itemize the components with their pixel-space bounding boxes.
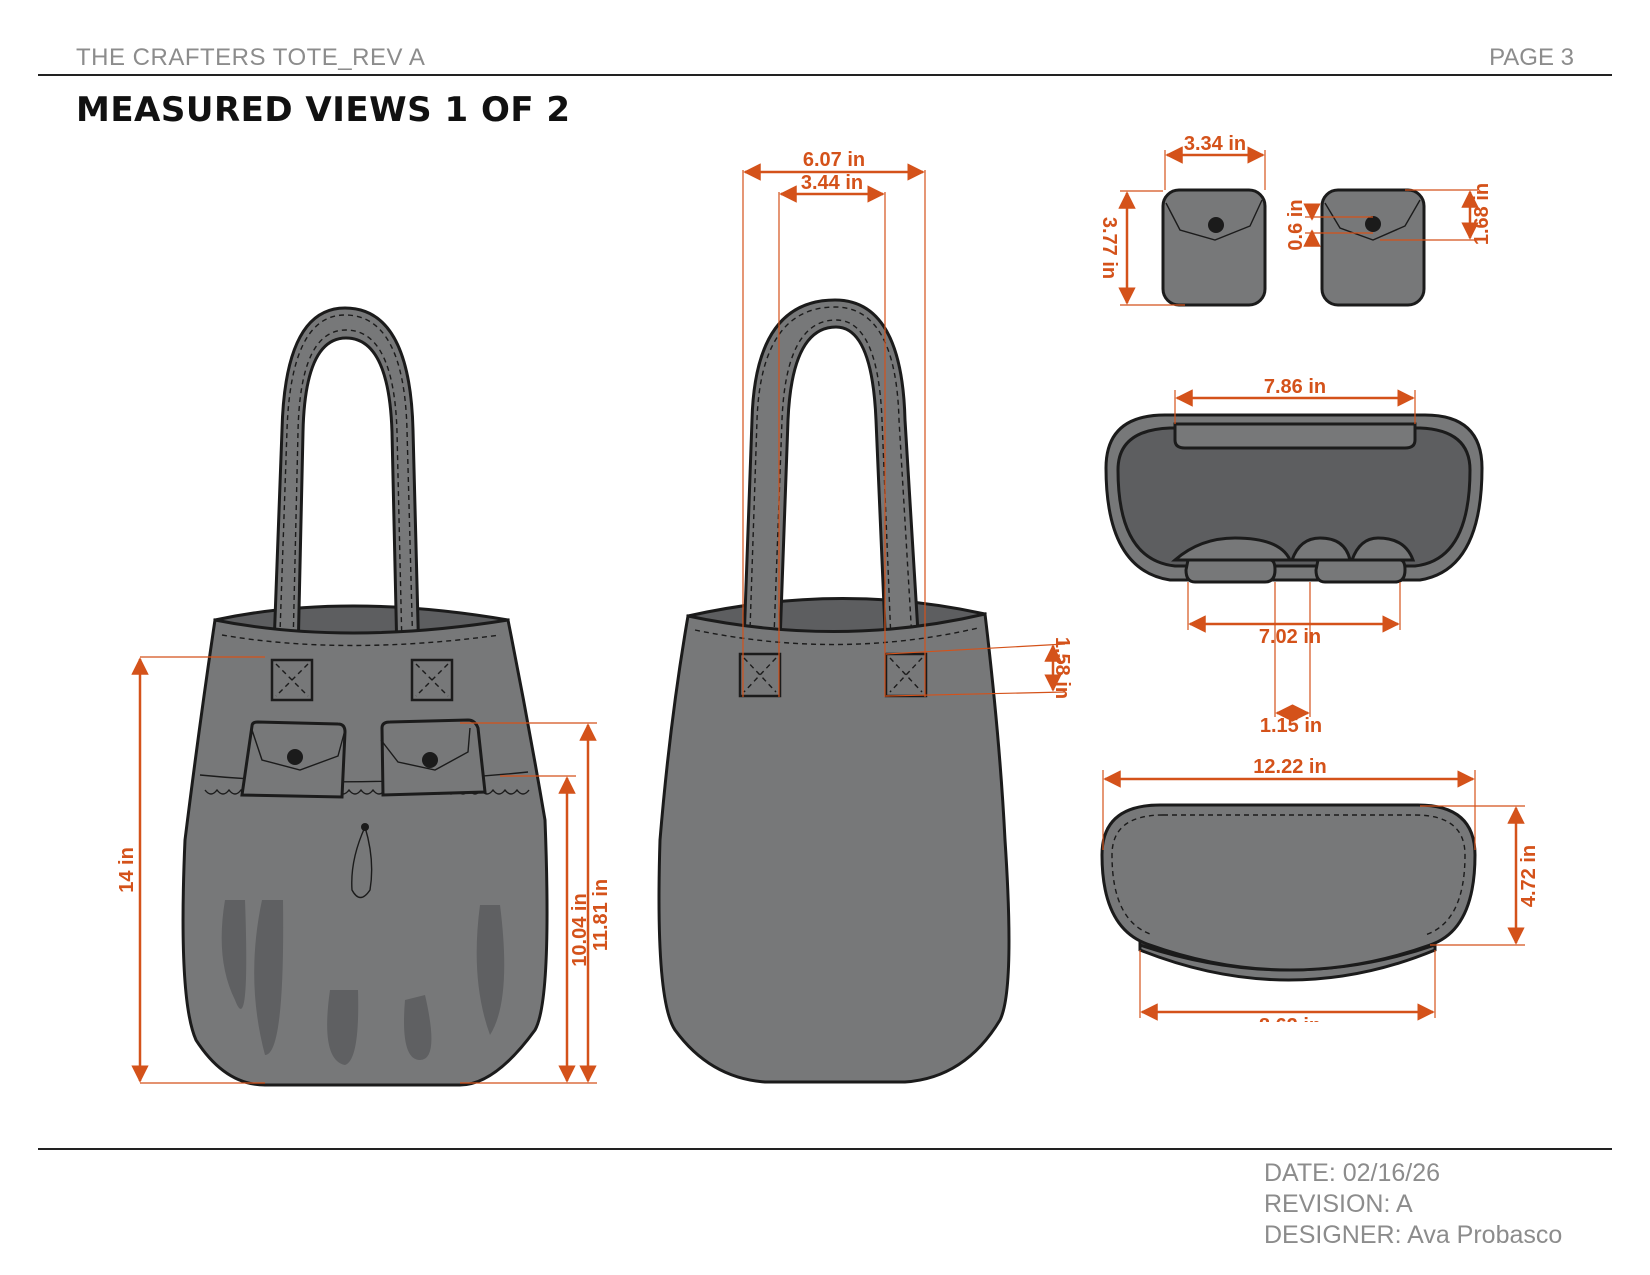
top-dimensions: 7.86 in 7.02 in 1.15 in bbox=[1174, 376, 1416, 737]
document-title: THE CRAFTERS TOTE_REV A bbox=[76, 44, 426, 71]
dim-front-height: 14 in bbox=[116, 847, 138, 893]
revision-value: A bbox=[1396, 1190, 1413, 1218]
header-rule bbox=[38, 74, 1612, 76]
pocket-dimensions: 3.34 in 3.77 in 0.6 in 1.68 in bbox=[1098, 133, 1493, 306]
back-dimensions: 6.07 in 3.44 in 1.58 in bbox=[742, 149, 1073, 699]
date-label: DATE: bbox=[1264, 1159, 1336, 1187]
dim-pocket-width: 3.34 in bbox=[1184, 133, 1246, 155]
bottom-view-base bbox=[1100, 803, 1477, 972]
designer-label: DESIGNER: bbox=[1264, 1221, 1402, 1249]
dim-flap-height: 1.68 in bbox=[1471, 183, 1493, 245]
pocket-details bbox=[1161, 188, 1426, 307]
designer-value: Ava Probasco bbox=[1407, 1221, 1563, 1249]
dim-front-pocket-body: 10.04 in bbox=[569, 893, 591, 966]
dim-handle-tab: 1.58 in bbox=[1051, 637, 1073, 699]
dim-handle-inner: 3.44 in bbox=[801, 172, 863, 194]
dim-pocket-height: 3.77 in bbox=[1098, 217, 1120, 279]
dim-base-front: 8.62 in bbox=[1259, 1015, 1321, 1037]
revision-label: REVISION: bbox=[1264, 1190, 1391, 1218]
page-number: PAGE 3 bbox=[1489, 44, 1574, 71]
dim-top-opening: 7.86 in bbox=[1264, 376, 1326, 398]
dim-handle-outer: 6.07 in bbox=[803, 149, 865, 171]
title-block: DATE: 02/16/26 REVISION: A DESIGNER: Ava… bbox=[1264, 1158, 1562, 1251]
back-handle bbox=[740, 298, 924, 702]
dim-top-gap: 1.15 in bbox=[1260, 715, 1322, 737]
pocket-detail-right bbox=[1320, 188, 1426, 307]
dim-base-depth: 4.72 in bbox=[1518, 845, 1540, 907]
front-view bbox=[181, 306, 549, 1087]
front-dimensions: 14 in 10.04 in 11.81 in bbox=[116, 656, 612, 1084]
bottom-view bbox=[1100, 803, 1477, 982]
pocket-detail-left bbox=[1161, 188, 1267, 307]
dim-flap-gap: 0.6 in bbox=[1285, 199, 1307, 250]
footer-rule bbox=[38, 1148, 1612, 1150]
section-title: MEASURED VIEWS 1 OF 2 bbox=[76, 90, 571, 130]
back-view bbox=[657, 298, 1011, 1084]
back-body bbox=[657, 612, 1011, 1084]
top-view bbox=[1104, 413, 1484, 584]
dim-front-to-pocket-top: 11.81 in bbox=[590, 879, 612, 951]
bottom-dimensions: 12.22 in 4.72 in 8.62 in bbox=[1102, 756, 1540, 1037]
date-value: 02/16/26 bbox=[1342, 1159, 1441, 1187]
dim-base-length: 12.22 in bbox=[1253, 756, 1326, 778]
dim-top-pockets: 7.02 in bbox=[1259, 626, 1321, 648]
